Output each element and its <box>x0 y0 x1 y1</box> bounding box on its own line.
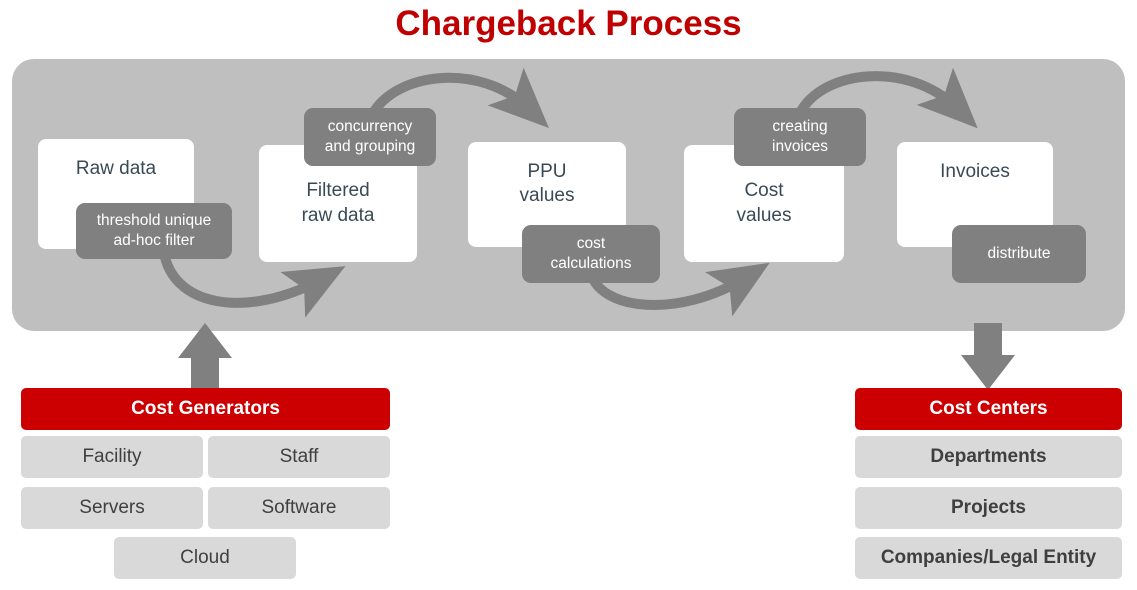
cost-generator-item-servers[interactable]: Servers <box>21 487 203 529</box>
tag-distribute[interactable]: distribute <box>952 225 1086 283</box>
cost-generator-item-software[interactable]: Software <box>208 487 390 529</box>
cost-center-item-projects[interactable]: Projects <box>855 487 1122 529</box>
tag-concurrency-grouping-label: concurrency and grouping <box>324 117 416 155</box>
cost-center-item-departments[interactable]: Departments <box>855 436 1122 478</box>
tag-cost-calculations-label: cost calculations <box>550 234 632 272</box>
page-title: Chargeback Process <box>395 4 742 43</box>
cost-generators-header[interactable]: Cost Generators <box>21 388 390 430</box>
output-block-arrow-down <box>961 323 1015 390</box>
cost-center-item-companies-legal-entity[interactable]: Companies/Legal Entity <box>855 537 1122 579</box>
cost-generators-header-label: Cost Generators <box>131 398 280 419</box>
stage-ppu-values-label: PPU values <box>519 161 575 207</box>
stage-filtered-raw-data-label: Filtered raw data <box>301 180 375 226</box>
cost-generator-item-cloud-label: Cloud <box>180 547 230 568</box>
stage-raw-data-label: Raw data <box>75 158 157 179</box>
cost-generator-item-facility[interactable]: Facility <box>21 436 203 478</box>
cost-generator-item-staff-label: Staff <box>279 446 319 467</box>
cost-generator-item-servers-label: Servers <box>79 497 145 518</box>
cost-center-item-departments-label: Departments <box>930 446 1047 467</box>
stage-cost-values-label: Cost values <box>736 180 792 226</box>
cost-centers-header-label: Cost Centers <box>929 398 1048 419</box>
cost-generator-item-facility-label: Facility <box>82 446 142 467</box>
tag-threshold-filter[interactable]: threshold unique ad-hoc filter <box>76 203 232 259</box>
cost-centers-header[interactable]: Cost Centers <box>855 388 1122 430</box>
cost-center-item-projects-label: Projects <box>951 497 1026 518</box>
cost-generator-item-software-label: Software <box>261 497 337 518</box>
tag-cost-calculations[interactable]: cost calculations <box>522 225 660 283</box>
cost-center-item-companies-legal-entity-label: Companies/Legal Entity <box>880 547 1097 568</box>
input-block-arrow-up <box>178 323 232 390</box>
cost-generator-item-cloud[interactable]: Cloud <box>114 537 296 579</box>
stage-invoices-label: Invoices <box>940 161 1010 182</box>
tag-concurrency-grouping[interactable]: concurrency and grouping <box>304 108 436 166</box>
tag-threshold-filter-label: threshold unique ad-hoc filter <box>96 211 212 249</box>
tag-creating-invoices[interactable]: creating invoices <box>734 108 866 166</box>
tag-creating-invoices-label: creating invoices <box>772 117 828 155</box>
tag-distribute-label: distribute <box>987 244 1051 262</box>
cost-generator-item-staff[interactable]: Staff <box>208 436 390 478</box>
